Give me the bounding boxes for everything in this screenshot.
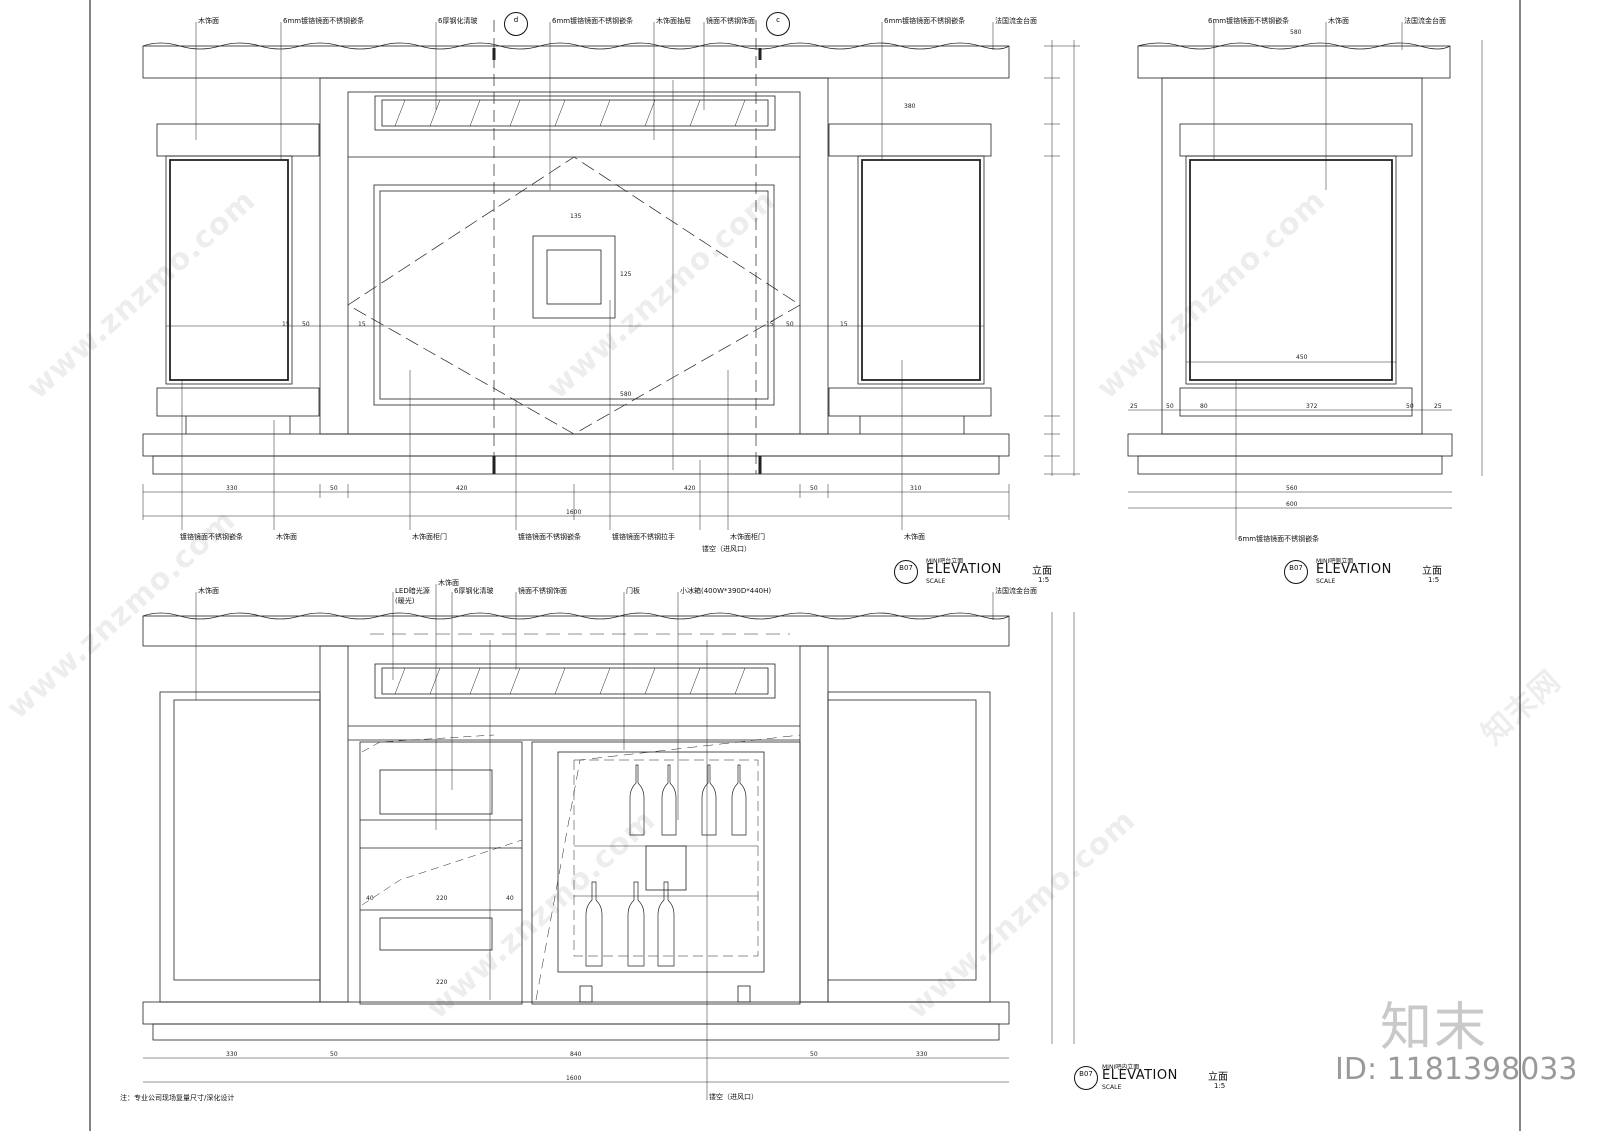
title-main: ELEVATION bbox=[1316, 562, 1392, 577]
dim-side-25b: 25 bbox=[1434, 403, 1442, 410]
title-bubble: B07 bbox=[1284, 560, 1308, 584]
title-cn: 立面 bbox=[1032, 566, 1052, 577]
dim-330: 330 bbox=[226, 485, 238, 492]
watermark-logo: 知末 bbox=[1380, 998, 1489, 1058]
title-block-side: B07 MINI吧侧立面 ELEVATION SCALE 立面 1:5 bbox=[1284, 556, 1454, 586]
dim-inner-580: 580 bbox=[620, 391, 632, 398]
title-ratio: 1:5 bbox=[1214, 1082, 1226, 1090]
dim-in-220b: 220 bbox=[436, 979, 448, 986]
label-b-wood: 木饰面 bbox=[276, 533, 297, 541]
title-main: ELEVATION bbox=[926, 562, 1002, 577]
title-block-inner: B07 MINI吧内立面 ELEVATION SCALE 立面 1:5 bbox=[1074, 1062, 1244, 1092]
label-drawer: 木饰面抽屉 bbox=[656, 17, 691, 25]
dim-side-50a: 50 bbox=[1166, 403, 1174, 410]
dim-side-450: 450 bbox=[1296, 354, 1308, 361]
dim-total: 1600 bbox=[566, 509, 582, 516]
label-side-countertop: 法国流金台面 bbox=[1404, 17, 1446, 25]
label-in-warm: (暖光) bbox=[395, 597, 415, 605]
title-ratio: 1:5 bbox=[1428, 576, 1440, 584]
label-steel-strip: 6mm镀铬镜面不锈钢嵌条 bbox=[283, 17, 365, 25]
dim-inner-15a: 15 bbox=[282, 321, 290, 328]
label-b-steel-strip-2: 镀铬镜面不锈钢嵌条 bbox=[518, 533, 581, 541]
dim-in-40b: 40 bbox=[506, 895, 514, 902]
label-side-steel: 6mm镀铬镜面不锈钢嵌条 bbox=[1208, 17, 1290, 25]
dim-inner-380: 380 bbox=[904, 103, 916, 110]
dim-in-40a: 40 bbox=[366, 895, 374, 902]
inner-elevation bbox=[142, 584, 1075, 1100]
dim-420b: 420 bbox=[684, 485, 696, 492]
label-steel-strip-2: 6mm镀铬镜面不锈钢嵌条 bbox=[552, 17, 634, 25]
dim-inner-15b: 15 bbox=[358, 321, 366, 328]
section-mark-c: c bbox=[766, 12, 790, 36]
dim-in-330b: 330 bbox=[916, 1051, 928, 1058]
dim-in-840: 840 bbox=[570, 1051, 582, 1058]
label-in-steel: 镜面不锈钢饰面 bbox=[518, 587, 567, 595]
title-block-front: B07 MINI吧台立面 ELEVATION SCALE 立面 1:5 bbox=[894, 556, 1064, 586]
title-bubble: B07 bbox=[894, 560, 918, 584]
label-steel-strip-3: 6mm镀铬镜面不锈钢嵌条 bbox=[884, 17, 966, 25]
label-b-door: 木饰面柜门 bbox=[412, 533, 447, 541]
dim-in-330: 330 bbox=[226, 1051, 238, 1058]
label-in-wood: 木饰面 bbox=[198, 587, 219, 595]
label-in-wood-2: 木饰面 bbox=[438, 579, 459, 587]
front-elevation bbox=[142, 20, 1080, 530]
dim-side-580: 580 bbox=[1290, 29, 1302, 36]
label-b-handle: 镀铬镜面不锈钢拉手 bbox=[612, 533, 675, 541]
title-cn: 立面 bbox=[1422, 566, 1442, 577]
dim-inner-15c: 15 bbox=[766, 321, 774, 328]
label-in-vent: 镂空（进风口） bbox=[709, 1093, 758, 1101]
dim-in-50: 50 bbox=[330, 1051, 338, 1058]
label-in-led: LED暗光源 bbox=[395, 587, 430, 595]
label-mirror-steel: 镜面不锈钢饰面 bbox=[706, 17, 755, 25]
label-b-steel-strip: 镀铬镜面不锈钢嵌条 bbox=[180, 533, 243, 541]
label-in-fridge: 小冰箱(400W*390D*440H) bbox=[680, 587, 772, 595]
dim-inner-125: 125 bbox=[620, 271, 632, 278]
label-in-countertop: 法国流金台面 bbox=[995, 587, 1037, 595]
dim-side-25a: 25 bbox=[1130, 403, 1138, 410]
dim-in-total: 1600 bbox=[566, 1075, 582, 1082]
dim-310: 310 bbox=[910, 485, 922, 492]
title-bubble: B07 bbox=[1074, 1066, 1098, 1090]
title-scale: SCALE bbox=[926, 578, 946, 585]
design-note: 注：专业公司现场复量尺寸/深化设计 bbox=[120, 1094, 235, 1102]
dim-420: 420 bbox=[456, 485, 468, 492]
label-side-wood: 木饰面 bbox=[1328, 17, 1349, 25]
dim-inner-15d: 15 bbox=[840, 321, 848, 328]
label-countertop: 法国流金台面 bbox=[995, 17, 1037, 25]
title-ratio: 1:5 bbox=[1038, 576, 1050, 584]
dim-side-80: 80 bbox=[1200, 403, 1208, 410]
title-sub: MINI吧内立面 bbox=[1102, 1064, 1140, 1071]
dim-inner-50b: 50 bbox=[786, 321, 794, 328]
dim-inner-135: 135 bbox=[570, 213, 582, 220]
dim-in-50b: 50 bbox=[810, 1051, 818, 1058]
label-tempered-glass: 6厚钢化清玻 bbox=[438, 17, 478, 25]
title-scale: SCALE bbox=[1316, 578, 1336, 585]
side-elevation bbox=[1127, 22, 1483, 540]
title-main: ELEVATION bbox=[1102, 1068, 1178, 1083]
label-b-wood-2: 木饰面 bbox=[904, 533, 925, 541]
dim-side-50b: 50 bbox=[1406, 403, 1414, 410]
label-side-b-steel: 6mm镀铬镜面不锈钢嵌条 bbox=[1238, 535, 1320, 543]
title-scale: SCALE bbox=[1102, 1084, 1122, 1091]
dim-side-372: 372 bbox=[1306, 403, 1318, 410]
dim-50b: 50 bbox=[810, 485, 818, 492]
dim-inner-50a: 50 bbox=[302, 321, 310, 328]
title-cn: 立面 bbox=[1208, 1072, 1228, 1083]
label-b-vent: 镂空（进风口） bbox=[702, 545, 751, 553]
watermark-id: ID: 1181398033 bbox=[1335, 1052, 1578, 1087]
section-mark-d: d bbox=[504, 12, 528, 36]
dim-50: 50 bbox=[330, 485, 338, 492]
label-b-door-2: 木饰面柜门 bbox=[730, 533, 765, 541]
dim-in-220a: 220 bbox=[436, 895, 448, 902]
dim-side-600: 600 bbox=[1286, 501, 1298, 508]
title-sub: MINI吧侧立面 bbox=[1316, 558, 1354, 565]
label-wood-veneer: 木饰面 bbox=[198, 17, 219, 25]
title-sub: MINI吧台立面 bbox=[926, 558, 964, 565]
dim-side-560: 560 bbox=[1286, 485, 1298, 492]
label-in-glass: 6厚钢化清玻 bbox=[454, 587, 494, 595]
label-in-door: 门板 bbox=[626, 587, 640, 595]
